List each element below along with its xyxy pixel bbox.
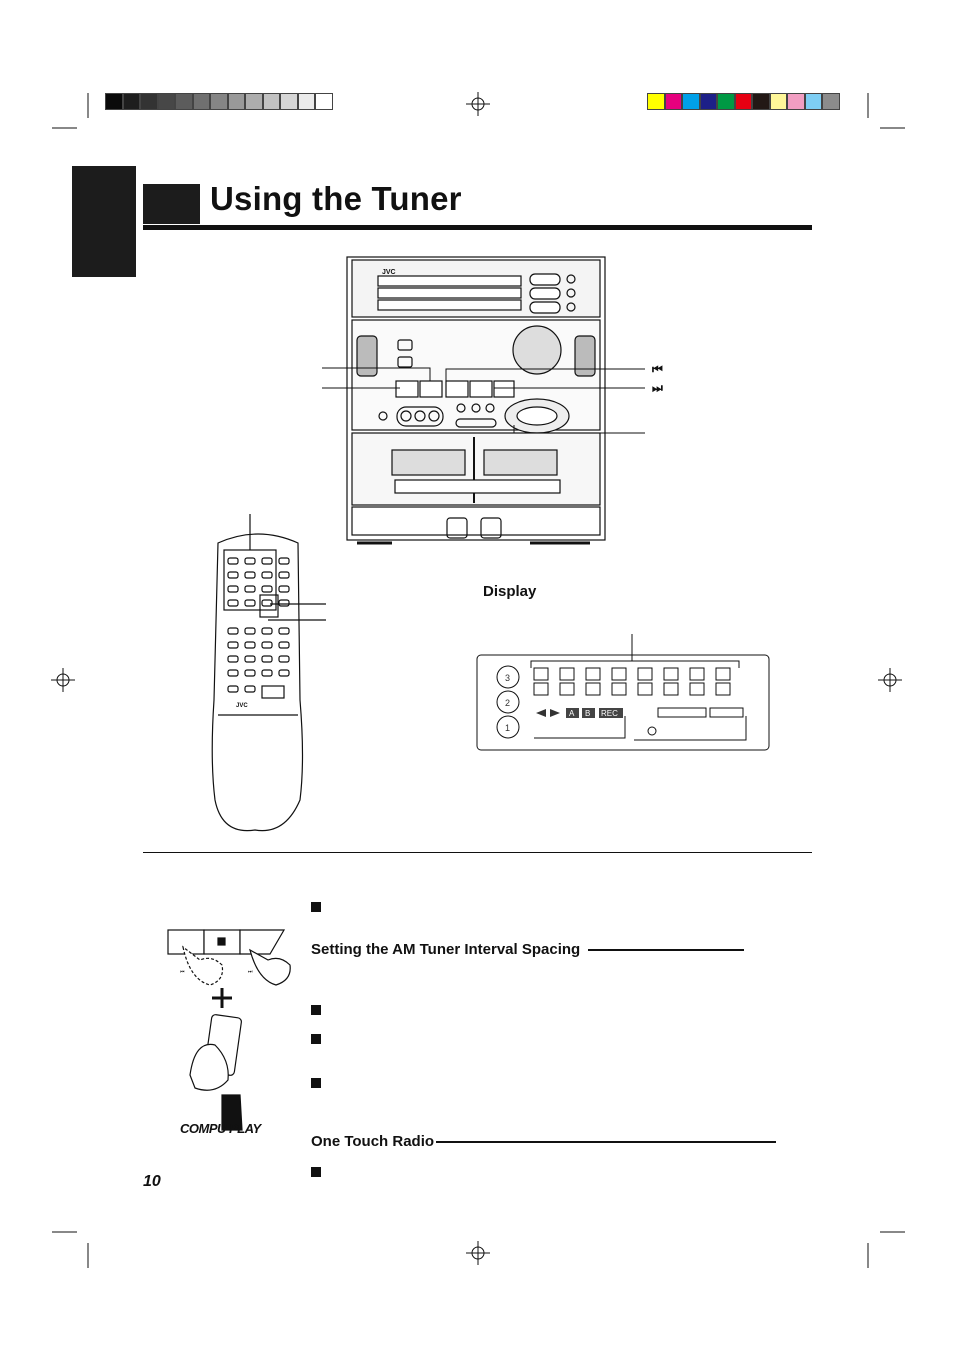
display-tag-a: A bbox=[569, 709, 575, 718]
color-swatch bbox=[280, 93, 298, 110]
color-swatch bbox=[122, 93, 140, 110]
btn-prev-glyph: ⏮ bbox=[180, 969, 185, 975]
next-symbol: ⏭ bbox=[652, 381, 663, 395]
color-swatch bbox=[717, 93, 735, 110]
bullet-marker bbox=[311, 1034, 321, 1044]
title-marker-box bbox=[143, 184, 200, 224]
color-swatch bbox=[297, 93, 315, 110]
bullet-marker bbox=[311, 902, 321, 912]
color-registration-bar bbox=[647, 93, 840, 110]
color-swatch bbox=[682, 93, 700, 110]
color-swatch bbox=[315, 93, 333, 110]
display-label: Display bbox=[483, 583, 537, 600]
color-swatch bbox=[262, 93, 280, 110]
color-swatch bbox=[245, 93, 263, 110]
color-swatch bbox=[210, 93, 228, 110]
heading-one-touch-radio-text: One Touch Radio bbox=[311, 1133, 435, 1150]
color-swatch bbox=[769, 93, 787, 110]
bullet-marker bbox=[311, 1005, 321, 1015]
color-swatch bbox=[822, 93, 840, 110]
color-swatch bbox=[227, 93, 245, 110]
color-swatch bbox=[192, 93, 210, 110]
heading-am-interval-text: Setting the AM Tuner Interval Spacing bbox=[311, 941, 581, 958]
unit-brand: JVC bbox=[382, 269, 396, 276]
color-swatch bbox=[752, 93, 770, 110]
display-tag-b: B bbox=[585, 709, 590, 718]
color-swatch bbox=[105, 93, 123, 110]
color-swatch bbox=[647, 93, 665, 110]
color-swatch bbox=[734, 93, 752, 110]
bullet-marker bbox=[311, 1167, 321, 1177]
heading-rule bbox=[436, 1140, 777, 1143]
title-rule bbox=[143, 225, 812, 230]
language-tab bbox=[72, 166, 136, 277]
disc-number-2: 2 bbox=[505, 698, 510, 708]
color-swatch bbox=[804, 93, 822, 110]
color-swatch bbox=[664, 93, 682, 110]
page-title: Using the Tuner bbox=[210, 180, 462, 217]
page-number: 10 bbox=[143, 1173, 161, 1190]
display-tag-rec: REC bbox=[601, 709, 618, 718]
heading-one-touch-radio: One Touch Radio bbox=[311, 1133, 777, 1150]
disc-number-1: 1 bbox=[505, 723, 510, 733]
prev-symbol: ⏮ bbox=[652, 362, 663, 376]
heading-am-interval: Setting the AM Tuner Interval Spacing bbox=[311, 941, 745, 958]
disc-number-3: 3 bbox=[505, 673, 510, 683]
color-swatch bbox=[175, 93, 193, 110]
color-swatch bbox=[699, 93, 717, 110]
compu-play-logo: COMPU PLAY bbox=[180, 1121, 261, 1136]
bullet-marker bbox=[311, 1078, 321, 1088]
grayscale-registration-bar bbox=[105, 93, 333, 110]
color-swatch bbox=[787, 93, 805, 110]
heading-rule bbox=[588, 948, 745, 951]
section-rule bbox=[143, 852, 812, 853]
color-swatch bbox=[157, 93, 175, 110]
color-swatch bbox=[140, 93, 158, 110]
btn-next-glyph: ⏭ bbox=[248, 969, 253, 975]
remote-brand: JVC bbox=[236, 703, 248, 709]
